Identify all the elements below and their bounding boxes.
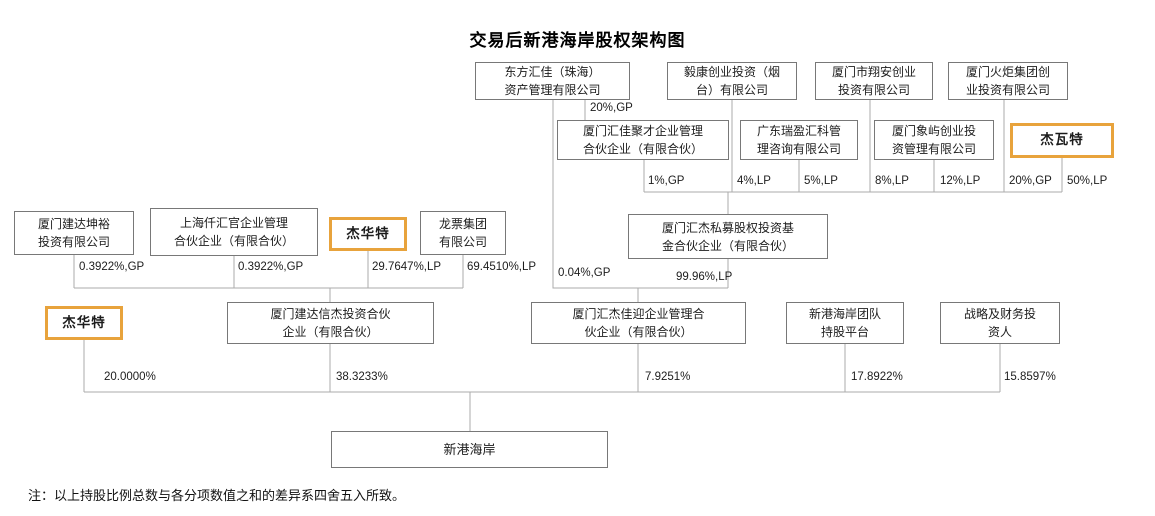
node-xiangan-ventures: 厦门市翔安创业 投资有限公司 bbox=[815, 62, 933, 100]
edge-label-ruiying-fund: 5%,LP bbox=[804, 175, 838, 187]
edge-label-dongfang-jiaying: 0.04%,GP bbox=[558, 267, 611, 279]
node-strategic-investors: 战略及财务投 资人 bbox=[940, 302, 1060, 344]
edge-label-dongfang-jucai: 20%,GP bbox=[590, 102, 633, 114]
node-qianhuiguan: 上海仟汇官企业管理 合伙企业（有限合伙） bbox=[150, 208, 318, 256]
edge-label-xinjie-xingang: 38.3233% bbox=[336, 371, 388, 383]
node-huijie-jiaying: 厦门汇杰佳迎企业管理合 伙企业（有限合伙） bbox=[531, 302, 746, 344]
node-jianda-xinjie: 厦门建达信杰投资合伙 企业（有限合伙） bbox=[227, 302, 434, 344]
edge-label-longpiao-xinjie: 69.4510%,LP bbox=[467, 261, 537, 273]
node-xiangyu-ventures: 厦门象屿创业投 资管理有限公司 bbox=[874, 120, 994, 160]
edge-label-jiehuate-xingang: 20.0000% bbox=[104, 371, 156, 383]
node-huoju-group: 厦门火炬集团创 业投资有限公司 bbox=[948, 62, 1068, 100]
node-team-platform: 新港海岸团队 持股平台 bbox=[786, 302, 904, 344]
footnote: 注：以上持股比例总数与各分项数值之和的差异系四舍五入所致。 bbox=[28, 488, 406, 503]
edge-label-jiewate-fund: 50%,LP bbox=[1067, 175, 1108, 187]
node-ruiying-huike: 广东瑞盈汇科管 理咨询有限公司 bbox=[740, 120, 858, 160]
edge-label-strategic-xingang: 15.8597% bbox=[1004, 371, 1056, 383]
node-jianda-kunyu: 厦门建达坤裕 投资有限公司 bbox=[14, 211, 134, 255]
edge-label-jiaying-xingang: 7.9251% bbox=[645, 371, 691, 383]
node-huijia-jucai: 厦门汇佳聚才企业管理 合伙企业（有限合伙） bbox=[557, 120, 729, 160]
diagram-title: 交易后新港海岸股权架构图 bbox=[469, 31, 686, 50]
node-longpiao-group: 龙票集团 有限公司 bbox=[420, 211, 506, 255]
node-yikang-ventures: 毅康创业投资（烟 台）有限公司 bbox=[667, 62, 797, 100]
edge-label-xiangan-fund: 8%,LP bbox=[875, 175, 909, 187]
edge-label-xiangyu-fund: 12%,LP bbox=[940, 175, 981, 187]
edge-label-fund-jiaying: 99.96%,LP bbox=[676, 271, 733, 283]
edge-label-huoju-fund: 20%,GP bbox=[1009, 175, 1052, 187]
node-dongfang-huijia: 东方汇佳（珠海） 资产管理有限公司 bbox=[475, 62, 630, 100]
edge-label-team-xingang: 17.8922% bbox=[851, 371, 903, 383]
edge-label-qianhui-xinjie: 0.3922%,GP bbox=[238, 261, 304, 273]
edge-label-kunyu-xinjie: 0.3922%,GP bbox=[79, 261, 145, 273]
node-jiewate: 杰瓦特 bbox=[1010, 123, 1114, 158]
node-jiehuate-bottom: 杰华特 bbox=[45, 306, 123, 340]
node-xingang-haian: 新港海岸 bbox=[331, 431, 608, 468]
node-jiehuate-mid: 杰华特 bbox=[329, 217, 407, 251]
node-huijie-fund: 厦门汇杰私募股权投资基 金合伙企业（有限合伙） bbox=[628, 214, 828, 259]
edge-label-yikang-fund: 4%,LP bbox=[737, 175, 771, 187]
edge-label-jucai-fund: 1%,GP bbox=[648, 175, 685, 187]
edge-label-jiehuate-xinjie: 29.7647%,LP bbox=[372, 261, 442, 273]
